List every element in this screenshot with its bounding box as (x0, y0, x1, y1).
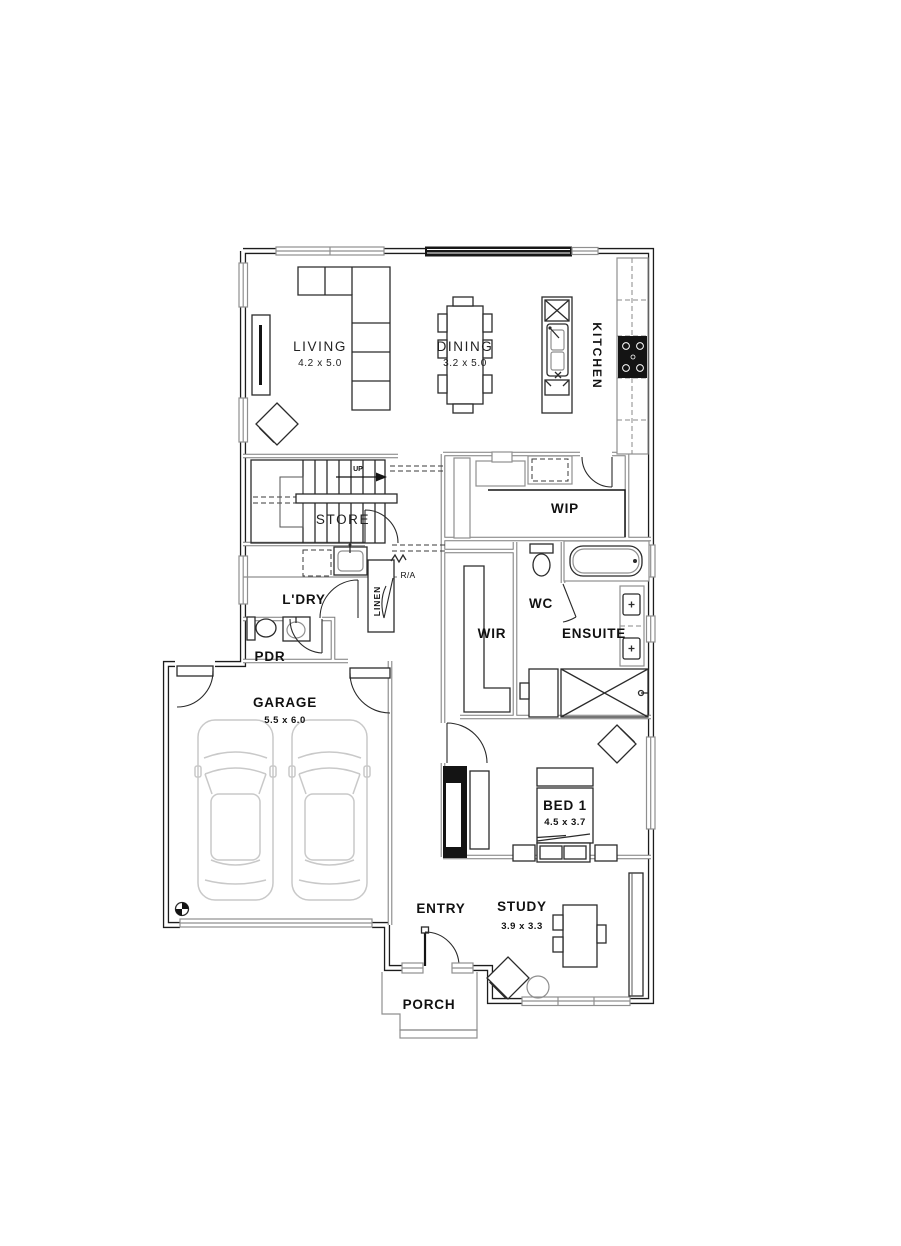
return-air-symbol (390, 553, 407, 564)
dining-table (446, 305, 484, 405)
window-right-bed1 (645, 736, 656, 830)
room-dims-dining: 3.2 x 5.0 (443, 358, 487, 369)
bed (536, 767, 594, 863)
windows (238, 246, 656, 1007)
ensuite-vanity (619, 585, 645, 667)
room-label-dining: DINING (437, 339, 494, 354)
study-chair (552, 936, 564, 953)
room-label-study: STUDY (497, 899, 547, 914)
staircase: UP (250, 459, 398, 544)
garage-cars (194, 719, 371, 901)
living-armchair (255, 402, 299, 446)
window-top-living (275, 246, 385, 256)
shower (560, 668, 649, 718)
wc-toilet (529, 543, 554, 577)
room-label-entry: ENTRY (416, 901, 465, 916)
garage-door-panel (179, 918, 373, 928)
wip-pantry (453, 451, 626, 539)
room-label-ensuite: ENSUITE (562, 626, 626, 641)
room-labels: LIVING 4.2 x 5.0 DINING 3.2 x 5.0 KITCHE… (253, 322, 626, 1012)
car-outline (194, 719, 277, 901)
stairs-up-label: UP (353, 466, 363, 473)
room-label-store: STORE (316, 512, 370, 527)
bookshelf (628, 872, 644, 997)
cooktop (618, 336, 647, 378)
study-desk (562, 904, 598, 968)
room-label-laundry: L'DRY (282, 592, 325, 607)
bedroom-chair (597, 724, 637, 764)
wir-robe-shelves (463, 565, 511, 713)
room-label-wir: WIR (478, 626, 507, 641)
pdr-toilet (246, 616, 277, 641)
ensuite-bench (519, 668, 559, 718)
garage-hall-door (349, 667, 391, 714)
sofa (297, 266, 391, 411)
bathtub (563, 540, 650, 582)
pdr-door-arc (289, 618, 323, 654)
up-arrow: UP (336, 466, 387, 482)
powder-room (246, 616, 323, 654)
room-label-porch: PORCH (403, 997, 456, 1012)
wc-room (529, 543, 577, 623)
laundry (243, 543, 397, 619)
side-table (526, 975, 550, 999)
room-label-bed1: BED 1 (543, 798, 587, 813)
room-label-living: LIVING (293, 339, 347, 354)
bulkhead-dashed-lines (253, 465, 447, 552)
tv-unit (251, 314, 271, 396)
floor-waste-symbol (174, 901, 190, 917)
window-top-dining-dark (425, 246, 599, 257)
wip-door-arc (581, 456, 613, 488)
label-return-air: R/A (400, 570, 415, 580)
bed1-door-arc (446, 722, 488, 764)
dining-chairs (437, 296, 493, 414)
room-label-kitchen: KITCHEN (590, 322, 604, 389)
linen-cupboard (367, 559, 395, 633)
bed1-room (443, 722, 637, 863)
room-dims-study: 3.9 x 3.3 (501, 921, 542, 932)
robe-cupboard (443, 766, 490, 858)
window-left-living-1 (238, 262, 249, 308)
window-right-ensuite (645, 615, 656, 643)
island-bench (541, 296, 573, 414)
laundry-door-arc (319, 579, 359, 619)
window-study-bottom (521, 996, 631, 1007)
balustrade (295, 493, 398, 504)
room-label-wc: WC (529, 596, 553, 611)
window-left-living-2 (238, 397, 249, 443)
garage-side-door (176, 665, 214, 708)
car-outline (288, 719, 371, 901)
laundry-tub (333, 543, 368, 576)
washing-machine-space (302, 549, 332, 577)
bedside-table (512, 844, 536, 862)
room-label-linen: LINEN (372, 586, 382, 617)
room-dims-garage: 5.5 x 6.0 (264, 715, 305, 726)
porch-slab (381, 972, 478, 1039)
kitchen-bench (616, 257, 649, 455)
store-door-arc (364, 509, 399, 544)
room-label-wip: WIP (551, 501, 579, 516)
room-dims-living: 4.2 x 5.0 (298, 358, 342, 369)
bedside-table (594, 844, 618, 862)
front-door (401, 926, 474, 974)
kitchen-sink (546, 323, 569, 377)
room-dims-bed1: 4.5 x 3.7 (544, 817, 585, 828)
pdr-basin (282, 616, 311, 642)
fridge-space (527, 455, 573, 485)
window-left-laundry (238, 555, 249, 605)
study-chair (596, 924, 607, 944)
wc-door (562, 583, 577, 623)
pillows (539, 845, 587, 860)
study-armchair (486, 956, 530, 1000)
room-label-garage: GARAGE (253, 695, 317, 710)
study-chair (552, 914, 564, 931)
study-room (486, 872, 644, 1000)
room-label-pdr: PDR (255, 649, 286, 664)
